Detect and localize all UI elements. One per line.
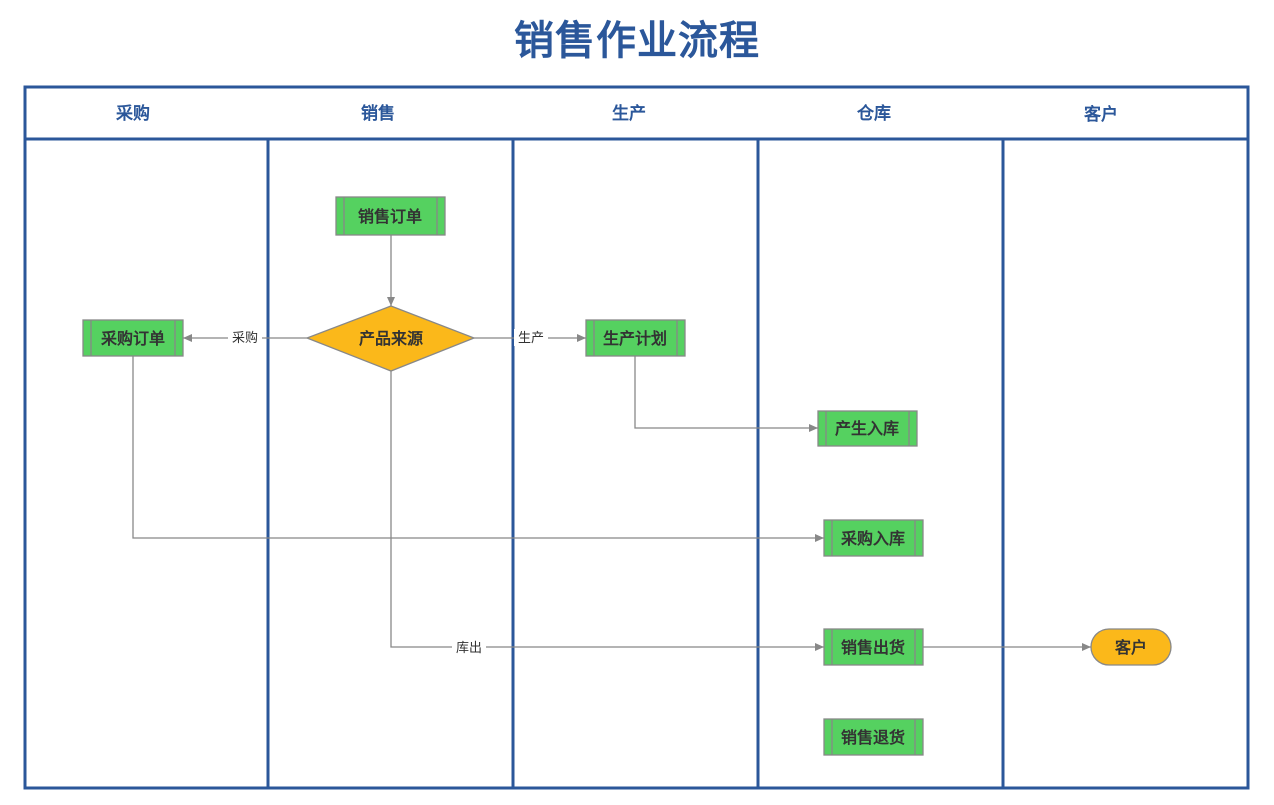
node-production-inbound[interactable] (817, 410, 918, 447)
node-sales-return[interactable] (823, 718, 924, 756)
node-customer-terminal[interactable] (1090, 628, 1172, 666)
node-purchase-order[interactable] (82, 319, 184, 357)
swimlane-frame (23, 85, 1250, 790)
node-sales-shipment[interactable] (823, 628, 924, 666)
node-sales-return-label: 销售退货 (841, 728, 905, 747)
node-production-inbound-label: 产生入库 (835, 419, 899, 438)
lane-header-purchasing: 采购 (115, 103, 150, 124)
node-purchase-inbound[interactable] (823, 519, 924, 557)
node-purchase-inbound-label: 采购入库 (840, 529, 905, 548)
edge-label-production: 生产 (518, 331, 544, 346)
node-product-source-decision[interactable] (305, 305, 476, 372)
lane-header-production: 生产 (612, 103, 646, 124)
diagram-title: 销售作业流程 (514, 18, 760, 64)
node-sales-order-label: 销售订单 (358, 207, 422, 226)
edge-plan-to-inbound (634, 356, 818, 432)
edge-purchase-to-inbound (132, 356, 824, 542)
node-sales-shipment-label: 销售出货 (841, 638, 905, 657)
edge-source-to-shipment (390, 371, 824, 651)
node-product-source-label: 产品来源 (359, 329, 423, 348)
node-purchase-order-label: 采购订单 (100, 329, 165, 348)
lane-header-warehouse: 仓库 (856, 103, 891, 124)
edge-label-stock-out: 库出 (456, 640, 482, 656)
edge-label-purchase: 采购 (232, 330, 258, 346)
node-customer-label: 客户 (1115, 638, 1147, 657)
node-production-plan-label: 生产计划 (603, 329, 667, 348)
node-production-plan[interactable] (585, 319, 686, 357)
node-sales-order[interactable] (335, 196, 446, 236)
lane-header-sales: 销售 (361, 103, 395, 124)
lane-header-customer: 客户 (1083, 104, 1118, 125)
